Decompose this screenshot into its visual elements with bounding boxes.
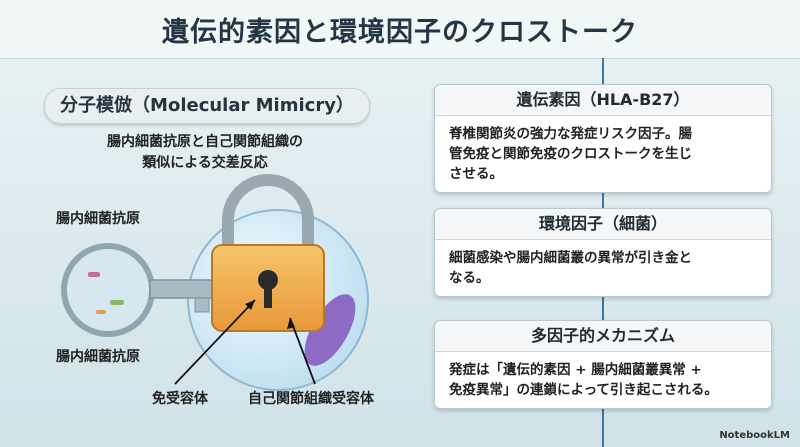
receptor-pointer: [174, 299, 256, 385]
desc-line-2: 類似による交差反応: [142, 155, 268, 171]
label-antigen-bottom: 腸内細菌抗原: [56, 349, 140, 365]
card-genetic: 遺伝素因（HLA-B27） 脊椎関節炎の強力な発症リスク因子。腸 管免疫と関節免…: [434, 84, 772, 193]
label-antigen-top: 腸内細菌抗原: [56, 211, 140, 227]
card-line: 管免疫と関節免疫のクロストークを生じ: [449, 146, 692, 162]
desc-line-1: 腸内細菌抗原と自己関節組織の: [107, 134, 303, 150]
mimicry-description: 腸内細菌抗原と自己関節組織の 類似による交差反応: [70, 132, 340, 174]
key-head: [61, 243, 155, 337]
key-tooth: [194, 297, 210, 313]
header: 遺伝的素因と環境因子のクロストーク: [0, 0, 800, 59]
lock-shackle: [222, 174, 314, 250]
card-environment: 環境因子（細菌） 細菌感染や腸内細菌叢の異常が引き金と なる。: [434, 208, 772, 297]
label-receptor: 免受容体: [152, 391, 208, 407]
microbe-shape: [110, 300, 124, 305]
card-body: 細菌感染や腸内細菌叢の異常が引き金と なる。: [435, 240, 771, 296]
microbe-shape: [88, 272, 100, 277]
card-title: 環境因子（細菌）: [435, 209, 771, 240]
bacterium-shape: [304, 294, 356, 366]
page-title: 遺伝的素因と環境因子のクロストーク: [162, 17, 638, 48]
microbe-shape: [96, 310, 106, 314]
card-body: 発症は「遺伝的素因 + 腸内細菌叢異常 + 免疫異常」の連鎖によって引き起こされ…: [435, 352, 771, 408]
card-line: 細菌感染や腸内細菌叢の異常が引き金と: [449, 250, 692, 266]
card-line: なる。: [449, 270, 490, 286]
mimicry-pill: 分子模倣（Molecular Mimicry）: [44, 88, 370, 124]
brand-label: NotebookLM: [719, 430, 790, 441]
keyhole-icon: [258, 270, 278, 290]
card-title: 遺伝素因（HLA-B27）: [435, 85, 771, 116]
tissue-pointer: [289, 317, 316, 385]
card-line: 免疫異常」の連鎖によって引き起こされる。: [449, 382, 718, 398]
card-line: させる。: [449, 166, 503, 182]
card-multifactor: 多因子的メカニズム 発症は「遺伝的素因 + 腸内細菌叢異常 + 免疫異常」の連鎖…: [434, 320, 772, 409]
card-line: 発症は「遺伝的素因 + 腸内細菌叢異常 +: [449, 362, 702, 378]
card-line: 脊椎関節炎の強力な発症リスク因子。腸: [449, 126, 692, 142]
card-body: 脊椎関節炎の強力な発症リスク因子。腸 管免疫と関節免疫のクロストークを生じ させ…: [435, 116, 771, 192]
card-title: 多因子的メカニズム: [435, 321, 771, 352]
label-tissue-receptor: 自己関節組織受容体: [248, 391, 374, 407]
